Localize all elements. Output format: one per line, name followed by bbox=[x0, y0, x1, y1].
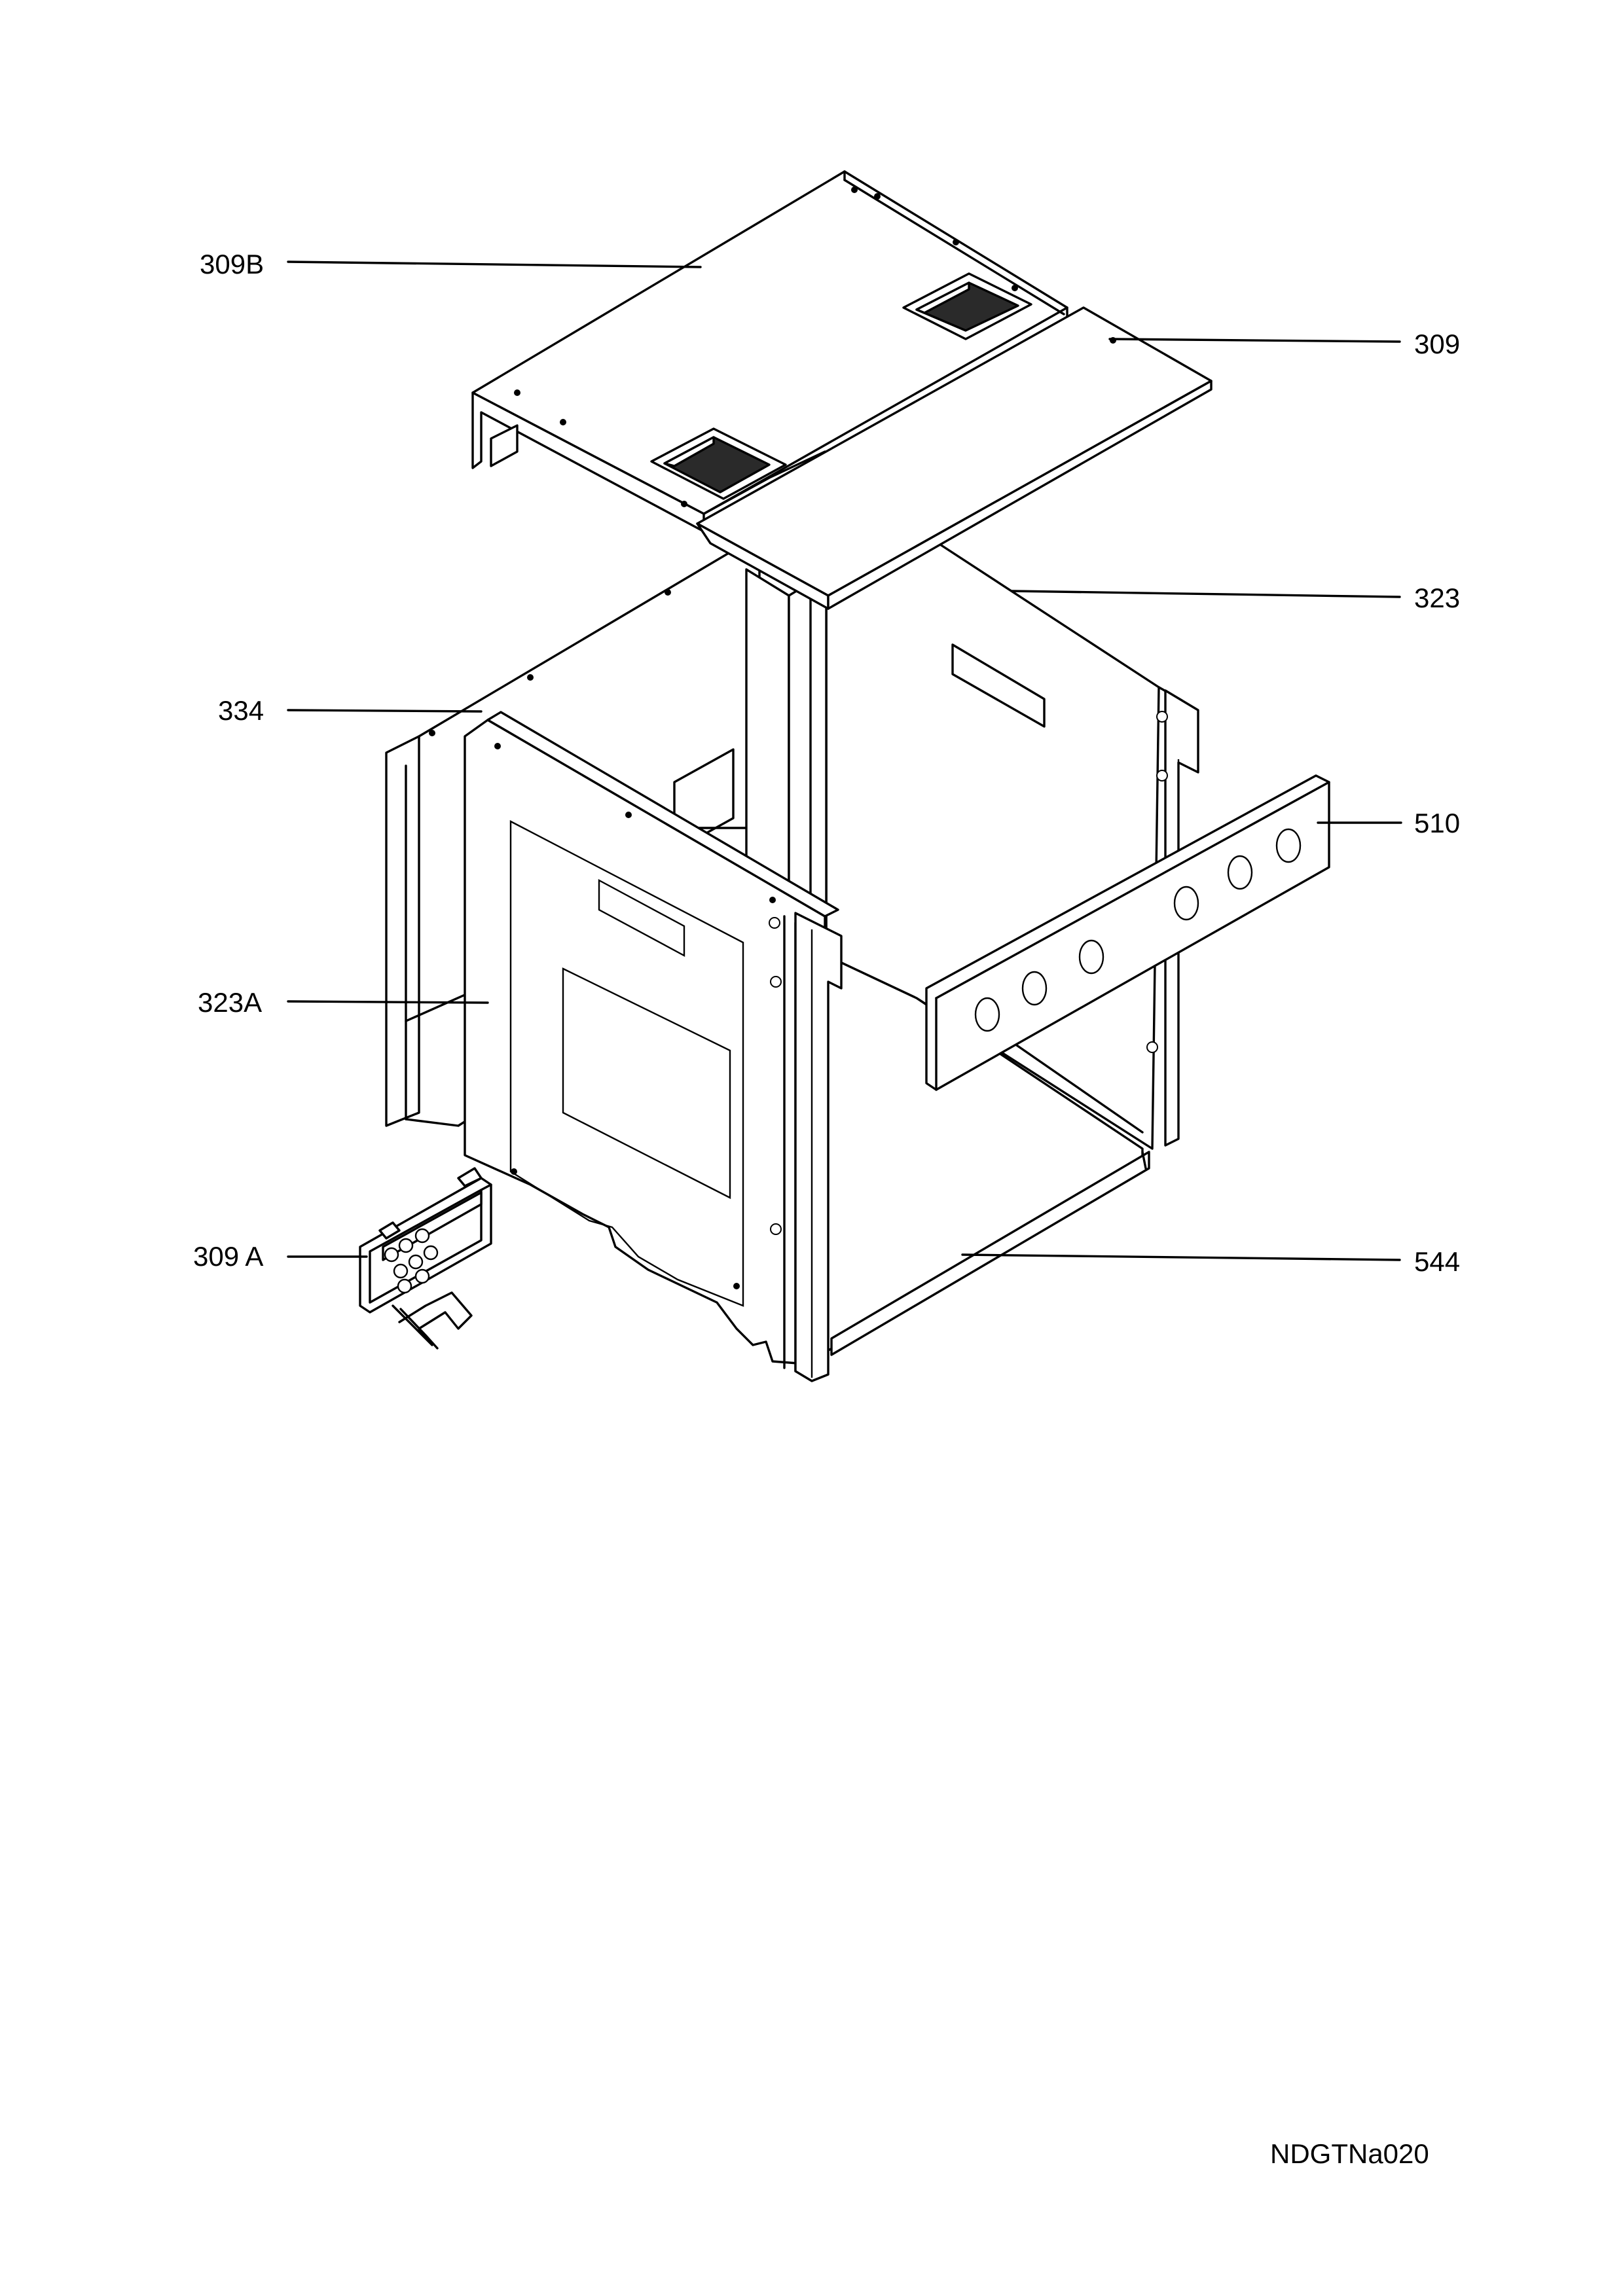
leader-323a bbox=[287, 1000, 489, 1004]
knob-hole-icon bbox=[1021, 971, 1048, 1006]
leader-334 bbox=[287, 709, 483, 713]
part-323a-left-side-panel bbox=[464, 711, 843, 1382]
callout-544: 544 bbox=[1414, 1246, 1460, 1277]
callout-309: 309 bbox=[1414, 329, 1460, 359]
leader-323 bbox=[1010, 590, 1401, 598]
knob-hole-icon bbox=[1275, 828, 1302, 863]
front-corner-post bbox=[745, 568, 828, 937]
drawing-code: NDGTNa020 bbox=[1270, 2138, 1429, 2169]
callout-323a: 323A bbox=[198, 987, 262, 1018]
leader-544 bbox=[961, 1253, 1401, 1261]
callout-323: 323 bbox=[1414, 583, 1460, 613]
callout-510: 510 bbox=[1414, 808, 1460, 838]
leader-309b bbox=[287, 260, 702, 268]
leader-309 bbox=[1108, 338, 1401, 343]
callout-334: 334 bbox=[218, 695, 264, 726]
knob-hole-icon bbox=[1078, 939, 1104, 975]
callout-309b: 309B bbox=[200, 249, 264, 279]
part-309-top-front-strip bbox=[696, 306, 1213, 610]
part-309b-top-cover bbox=[471, 170, 1068, 533]
part-510-control-panel bbox=[925, 774, 1330, 1091]
knob-hole-icon bbox=[1227, 855, 1253, 890]
part-544-bottom-rail bbox=[825, 954, 1150, 1356]
knob-hole-icon bbox=[974, 997, 1000, 1032]
knob-hole-icon bbox=[1173, 886, 1199, 921]
part-309a-bracket bbox=[359, 1167, 492, 1350]
callout-309a: 309 A bbox=[193, 1241, 263, 1272]
